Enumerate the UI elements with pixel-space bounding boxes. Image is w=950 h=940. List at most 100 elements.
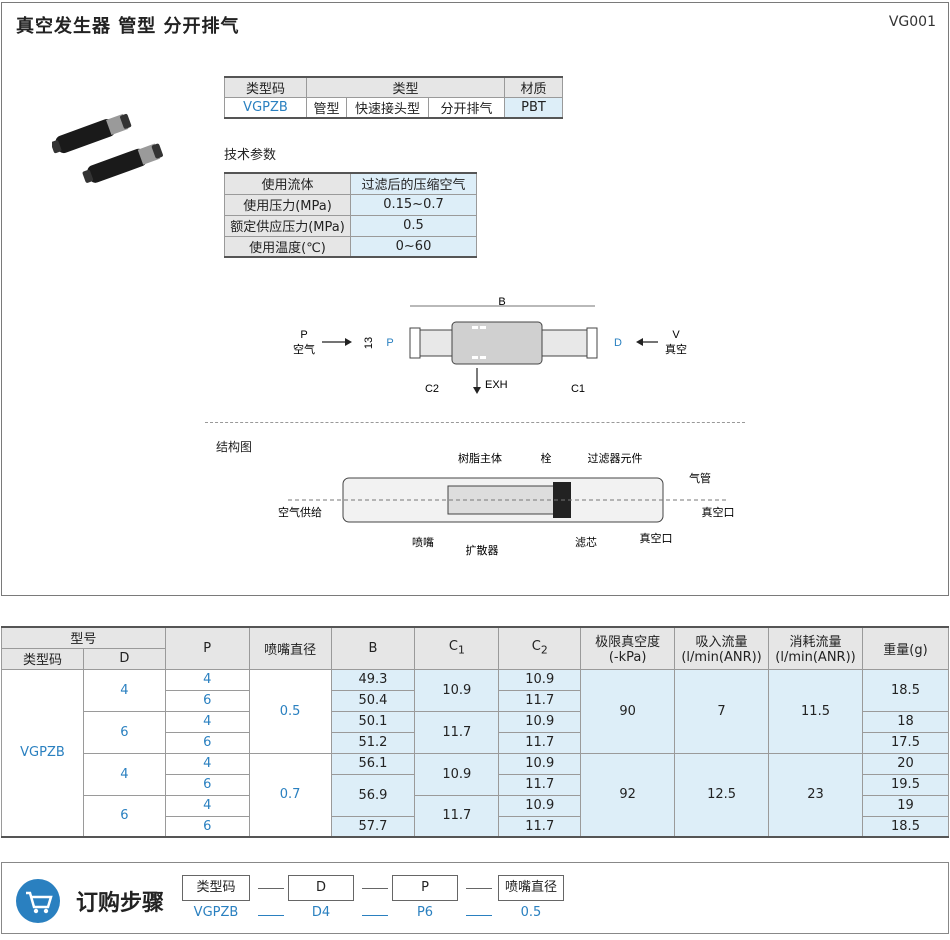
cell-p: 4 xyxy=(164,710,250,733)
label-vacuum-port-2: 真空口 xyxy=(640,531,673,545)
drawing-end-right xyxy=(586,327,598,359)
order-box-type-code: 类型码 xyxy=(182,875,250,901)
label-tube: 气管 xyxy=(689,471,711,485)
cart-icon xyxy=(16,879,60,923)
page-title: 真空发生器 管型 分开排气 xyxy=(16,16,240,37)
dim-vacuum-label: 真空 xyxy=(665,342,687,356)
order-box-p: P xyxy=(392,875,458,901)
header-vacuum: 极限真空度(-kPa) xyxy=(580,626,676,670)
spec-table: 类型码 类型 材质 VGPZB 管型 快速接头型 分开排气 PBT xyxy=(224,76,563,119)
model-table: 型号 P 喷嘴直径 B C1 C2 极限真空度(-kPa) 吸入流量(l/min… xyxy=(1,626,949,838)
cell-b: 51.2 xyxy=(330,731,416,754)
order-value-connector xyxy=(258,915,284,916)
header-c1: C1 xyxy=(414,626,500,670)
order-value-connector xyxy=(362,915,388,916)
cell-p: 6 xyxy=(164,689,250,712)
order-connector xyxy=(466,888,492,889)
cell-b: 57.7 xyxy=(330,815,416,838)
dim-d-inner: D xyxy=(614,337,622,349)
tech-value: 过滤后的压缩空气 xyxy=(350,172,477,195)
tech-params-label: 技术参数 xyxy=(224,148,277,163)
cell-weight: 19.5 xyxy=(862,773,949,796)
cell-d: 4 xyxy=(82,668,166,712)
cell-c2: 11.7 xyxy=(498,689,582,712)
dim-c1-label: C1 xyxy=(571,383,585,395)
cell-weight: 18.5 xyxy=(862,668,949,712)
cell-b: 56.9 xyxy=(330,773,416,817)
order-connector xyxy=(258,888,284,889)
product-photo xyxy=(52,113,163,183)
cell-c2: 11.7 xyxy=(498,773,582,796)
tech-table: 使用流体 过滤后的压缩空气 使用压力(MPa) 0.15~0.7 额定供应压力(… xyxy=(224,172,477,258)
dimension-drawing: B P 空气 13 P D V 真空 C2 C1 EXH xyxy=(293,296,687,395)
cell-p: 4 xyxy=(164,668,250,691)
header-model: 型号 xyxy=(1,626,166,649)
header-suction: 吸入流量(l/min(ANR)) xyxy=(674,626,770,670)
cell-p: 6 xyxy=(164,731,250,754)
section-divider xyxy=(205,422,745,423)
spec-type-1: 管型 xyxy=(306,97,347,119)
cell-d: 6 xyxy=(82,794,166,838)
dim-exh-label: EXH xyxy=(485,379,508,391)
tech-key: 使用压力(MPa) xyxy=(224,193,351,216)
tech-key: 额定供应压力(MPa) xyxy=(224,214,351,237)
header-consume: 消耗流量(l/min(ANR)) xyxy=(768,626,863,670)
drawing-sleeve-right xyxy=(541,329,588,357)
cell-nozzle: 0.5 xyxy=(248,668,332,754)
header-p: P xyxy=(164,626,250,670)
cell-d: 4 xyxy=(82,752,166,796)
cell-weight: 20 xyxy=(862,752,949,775)
tech-value: 0.5 xyxy=(350,214,477,237)
label-filter-element: 过滤器元件 xyxy=(588,452,643,465)
label-vacuum-port: 真空口 xyxy=(702,505,735,519)
cell-p: 4 xyxy=(164,794,250,817)
product-code: VG001 xyxy=(888,14,936,30)
label-diffuser: 扩散器 xyxy=(466,543,499,557)
dim-height-label: 13 xyxy=(363,337,375,349)
header-weight: 重量(g) xyxy=(862,626,949,670)
tech-key: 使用温度(℃) xyxy=(224,235,351,258)
order-value-p: P6 xyxy=(416,905,434,920)
spec-type-code: VGPZB xyxy=(224,97,307,119)
order-value-nozzle: 0.5 xyxy=(520,905,542,920)
cell-vacuum: 92 xyxy=(580,752,676,838)
cell-suction: 12.5 xyxy=(674,752,770,838)
header-b: B xyxy=(330,626,416,670)
order-value-connector xyxy=(466,915,492,916)
cell-d: 6 xyxy=(82,710,166,754)
order-value-type-code: VGPZB xyxy=(193,905,239,920)
dim-b-label: B xyxy=(498,296,505,308)
cell-p: 4 xyxy=(164,752,250,775)
cell-vacuum: 90 xyxy=(580,668,676,754)
cell-c2: 11.7 xyxy=(498,815,582,838)
tech-key: 使用流体 xyxy=(224,172,351,195)
drawing-body xyxy=(451,321,543,365)
order-title: 订购步骤 xyxy=(76,891,165,916)
product-frame xyxy=(1,2,949,596)
cell-c2: 11.7 xyxy=(498,731,582,754)
cell-weight: 18 xyxy=(862,710,949,733)
dim-air-label: 空气 xyxy=(293,342,315,356)
cell-type-code: VGPZB xyxy=(1,668,84,838)
label-filter-core: 滤芯 xyxy=(575,535,597,549)
order-value-d: D4 xyxy=(311,905,331,920)
dim-p-label: P xyxy=(300,329,307,341)
spec-material: PBT xyxy=(504,97,563,119)
drawing-end-left xyxy=(409,327,421,359)
cell-c1: 11.7 xyxy=(414,710,500,754)
spec-header-type-code: 类型码 xyxy=(224,76,307,98)
cell-c2: 10.9 xyxy=(498,794,582,817)
cell-c1: 10.9 xyxy=(414,752,500,796)
cell-c1: 10.9 xyxy=(414,668,500,712)
cell-b: 49.3 xyxy=(330,668,416,691)
order-connector xyxy=(362,888,388,889)
order-steps: 订购步骤 类型码 D P 喷嘴直径 VGPZB D4 P6 0.5 xyxy=(1,862,949,934)
spec-header-type: 类型 xyxy=(306,76,505,98)
cell-b: 56.1 xyxy=(330,752,416,775)
spec-header-material: 材质 xyxy=(504,76,563,98)
cell-p: 6 xyxy=(164,773,250,796)
cell-c1: 11.7 xyxy=(414,794,500,838)
dim-v-label: V xyxy=(672,329,680,341)
header-c2: C2 xyxy=(498,626,582,670)
cell-p: 6 xyxy=(164,815,250,838)
